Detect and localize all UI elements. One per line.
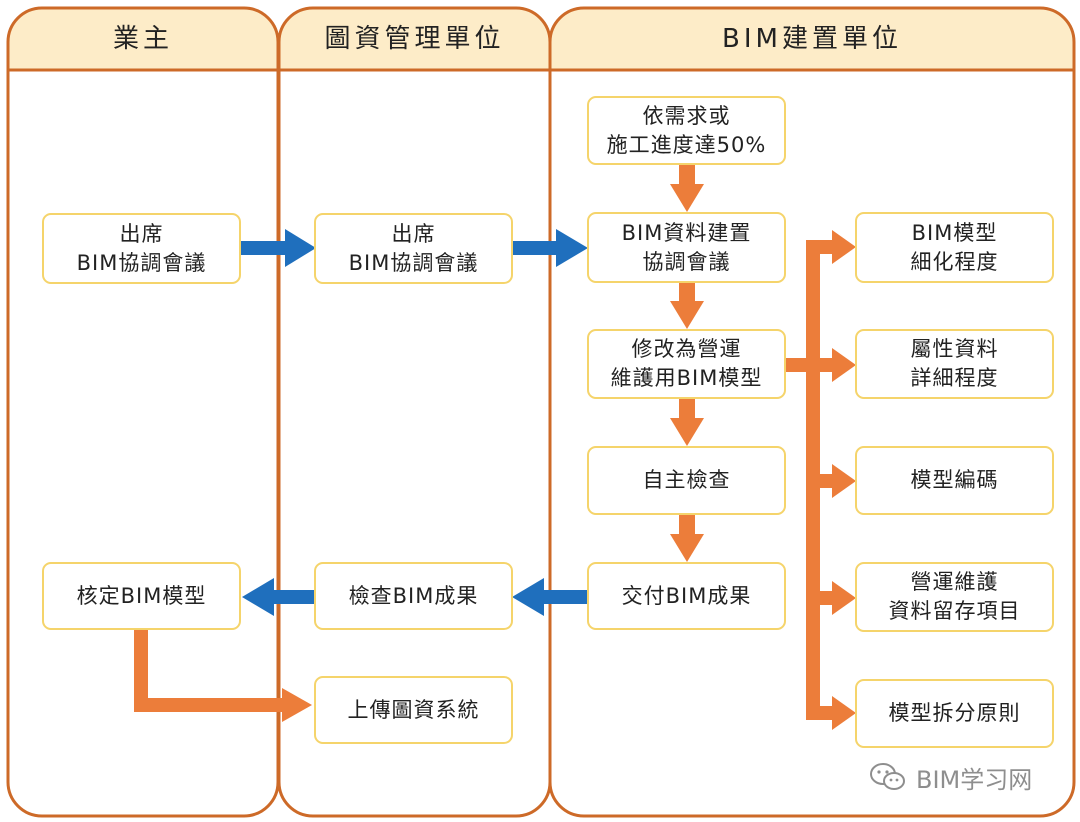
node-line: BIM模型 <box>911 220 998 245</box>
node-line: 屬性資料 <box>910 337 999 361</box>
node-line: 詳細程度 <box>910 366 999 390</box>
node-trigger-condition: 依需求或 施工進度達50% <box>587 96 786 165</box>
node-line: 模型拆分原則 <box>888 701 1021 725</box>
node-line: 營運維護 <box>910 570 999 594</box>
node-model-coding: 模型編碼 <box>855 446 1054 515</box>
node-deliver-bim-results: 交付BIM成果 <box>587 562 786 630</box>
bim-lane <box>548 6 1076 818</box>
blue-arrow-inspect-to-approve <box>242 578 315 616</box>
owner-header-band <box>8 8 278 70</box>
node-line: 細化程度 <box>910 249 999 274</box>
node-line: 上傳圖資系統 <box>347 697 480 722</box>
node-attribute-detail: 屬性資料 詳細程度 <box>855 329 1054 399</box>
node-line: 檢查BIM成果 <box>348 583 479 608</box>
node-line: 自主檢查 <box>642 468 731 492</box>
mgmt-header-band <box>279 8 550 70</box>
node-model-split-rule: 模型拆分原則 <box>855 679 1054 748</box>
bim-header-band <box>550 8 1074 70</box>
node-line: BIM協調會議 <box>76 250 207 275</box>
orange-arrow-to-lod <box>806 230 856 264</box>
wechat-icon <box>870 763 905 790</box>
node-line: BIM資料建置 <box>621 220 752 245</box>
orange-arrow-to-split <box>806 696 856 730</box>
orange-arrow-revise-to-check <box>670 398 704 446</box>
node-line: 出席 <box>119 221 164 246</box>
node-line: BIM協調會議 <box>348 250 479 275</box>
orange-arrow-to-retention <box>806 581 856 615</box>
node-inspect-bim-results: 檢查BIM成果 <box>314 562 513 630</box>
node-mgmt-attend-meeting: 出席 BIM協調會議 <box>314 213 513 284</box>
node-self-check: 自主檢查 <box>587 446 786 515</box>
node-om-retention-items: 營運維護 資料留存項目 <box>855 562 1054 632</box>
node-line: 施工進度達50% <box>606 132 767 157</box>
node-owner-attend-meeting: 出席 BIM協調會議 <box>42 213 241 284</box>
node-line: 交付BIM成果 <box>621 583 752 608</box>
orange-arrow-approve-to-upload <box>134 630 312 722</box>
node-approve-bim-model: 核定BIM模型 <box>42 562 241 630</box>
lane-title-bim-builder: BIM建置單位 <box>722 24 902 54</box>
lane-title-owner: 業主 <box>112 24 173 54</box>
blue-arrow-owner-to-mgmt <box>240 229 316 267</box>
watermark: BIM学习网 <box>868 762 1033 794</box>
blue-arrow-mgmt-to-bim <box>512 229 588 267</box>
node-line: 協調會議 <box>642 249 731 274</box>
watermark-text: BIM学习网 <box>916 765 1033 794</box>
node-line: 核定BIM模型 <box>76 583 207 608</box>
node-line: 出席 <box>391 221 436 246</box>
node-line: 模型編碼 <box>910 468 999 492</box>
node-line: 依需求或 <box>642 103 731 128</box>
node-upload-drawing-system: 上傳圖資系統 <box>314 676 513 744</box>
node-bim-model-lod: BIM模型 細化程度 <box>855 212 1054 283</box>
orange-arrow-trigger-to-meeting <box>670 164 704 212</box>
node-revise-om-model: 修改為營運 維護用BIM模型 <box>587 329 786 399</box>
orange-arrow-to-attr <box>806 348 856 382</box>
orange-arrow-meeting-to-revise <box>670 282 704 329</box>
node-bim-coord-meeting: BIM資料建置 協調會議 <box>587 212 786 283</box>
node-line: 維護用BIM模型 <box>610 366 763 390</box>
blue-arrow-deliver-to-inspect <box>512 578 588 616</box>
orange-arrow-to-code <box>806 464 856 498</box>
lane-title-drawing-mgmt: 圖資管理單位 <box>324 24 505 54</box>
node-line: 資料留存項目 <box>888 599 1021 623</box>
node-line: 修改為營運 <box>631 337 742 361</box>
orange-arrow-check-to-deliver <box>670 514 704 562</box>
